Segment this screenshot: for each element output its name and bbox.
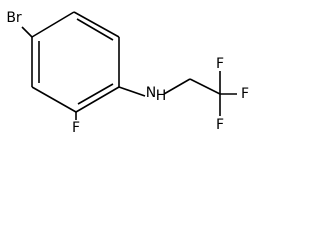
amine-hydrogen-label: H — [156, 88, 167, 104]
benzene-ring — [31, 11, 120, 113]
fluorine-bottom-label: F — [216, 117, 224, 133]
bond-ring-to-bromine — [21, 26, 33, 38]
bond-nitrogen-to-ch2 — [163, 78, 191, 95]
ring-bond-bottom-right-inner — [77, 83, 114, 105]
ring-bond-bottom-left — [31, 86, 77, 113]
bromine-label: Br — [6, 10, 22, 26]
fluorine-right-label: F — [241, 86, 249, 102]
amine-nitrogen-label: N — [146, 85, 156, 101]
ring-bond-top-inner — [76, 18, 114, 41]
bond-ring-to-nitrogen — [118, 86, 146, 97]
ring-bond-top — [73, 11, 120, 38]
fluorine-ring-label: F — [72, 120, 80, 136]
bond-ch2-to-cf3 — [189, 78, 221, 95]
chemical-structure: Br F N H F F F — [6, 10, 249, 136]
ring-bond-top-left — [31, 11, 75, 38]
fluorine-top-label: F — [216, 56, 224, 72]
ring-bond-bottom-right — [75, 86, 120, 113]
